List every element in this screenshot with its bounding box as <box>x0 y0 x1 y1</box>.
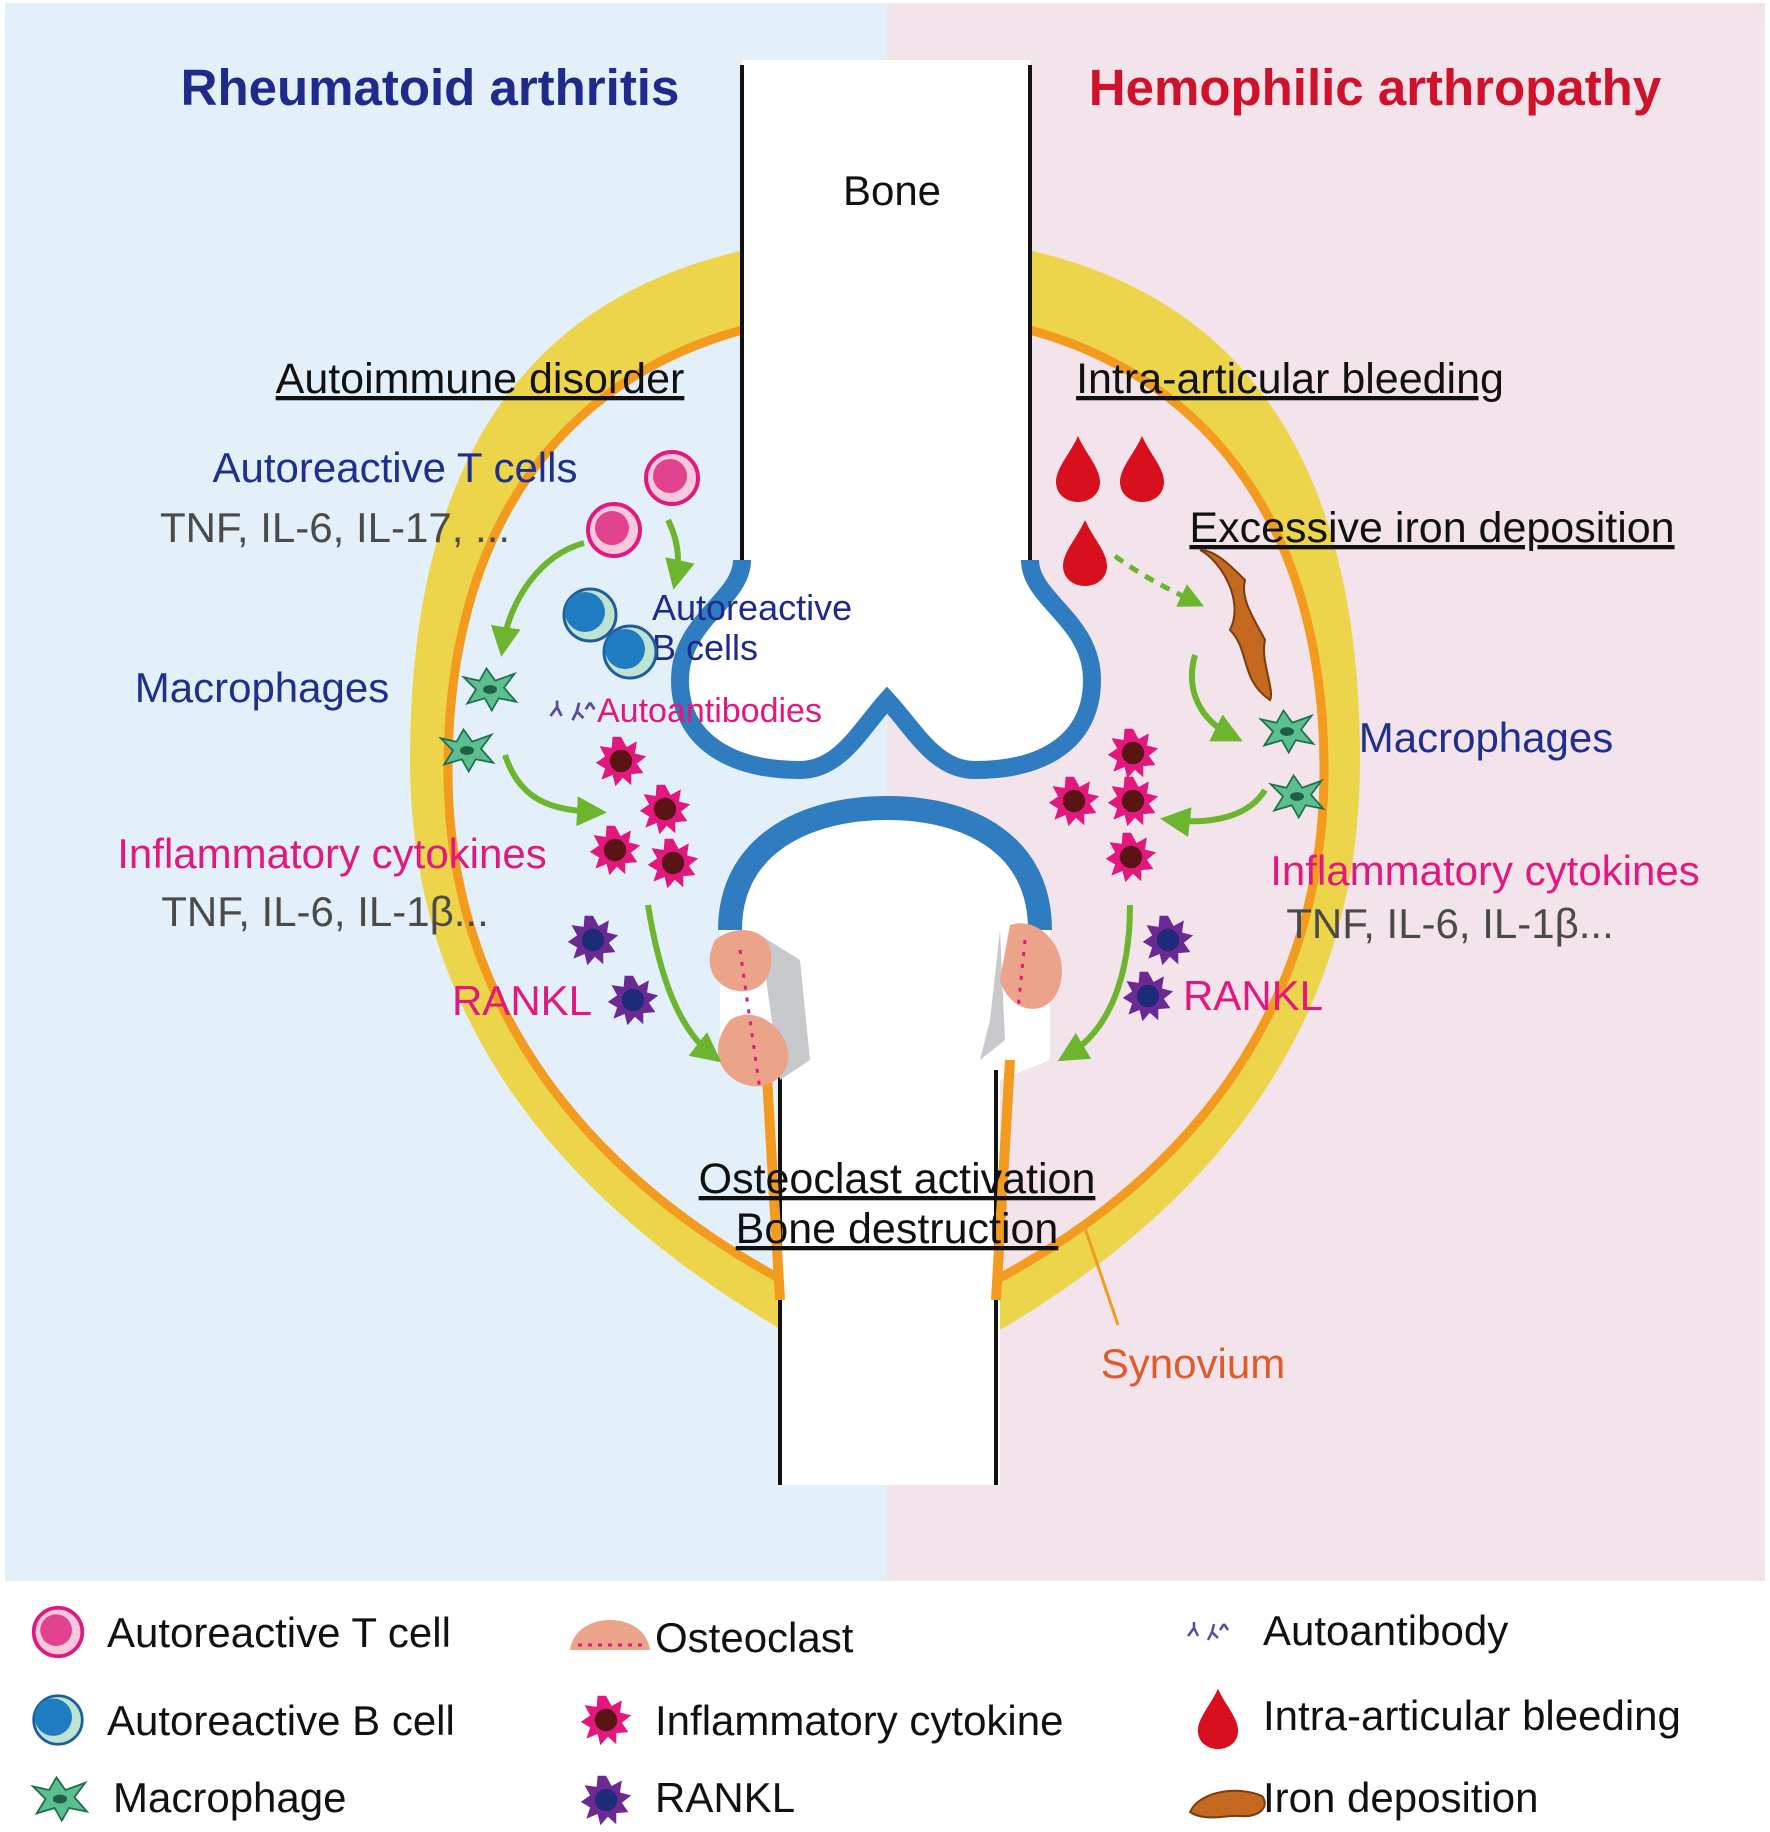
label-osteoclast-activation: Osteoclast activation <box>699 1155 1096 1203</box>
upper-bone <box>680 60 1092 770</box>
label-autoreactive-b-cells-1: Autoreactive <box>652 587 852 628</box>
lower-bone <box>720 800 1050 1485</box>
legend-cytokine-icon <box>580 1695 632 1746</box>
label-inflammatory-cytokines-left: Inflammatory cytokines <box>117 830 546 877</box>
legend-t-cell-icon <box>31 1605 85 1659</box>
legend-b-cell-label: Autoreactive B cell <box>107 1697 455 1744</box>
legend-t-cell-label: Autoreactive T cell <box>107 1609 451 1656</box>
legend-osteoclast-icon <box>570 1620 650 1650</box>
label-autoreactive-t-cells: Autoreactive T cells <box>213 444 578 491</box>
label-bone-destruction: Bone destruction <box>736 1205 1059 1253</box>
arrow-macrophage-to-cytokine <box>502 754 607 827</box>
label-autoreactive-b-cells-2: B cells <box>652 627 758 668</box>
bone-label: Bone <box>843 167 941 214</box>
b-cell-icon <box>602 624 658 680</box>
label-inflammatory-list-right: TNF, IL-6, IL-1β... <box>1286 900 1614 947</box>
synovium-lining-left <box>443 325 785 1284</box>
iron-deposit-icon <box>1199 549 1272 702</box>
label-t-cell-cytokines: TNF, IL-6, IL-17, ... <box>160 504 510 551</box>
arrow-cytokine-to-osteoclast-left <box>645 904 722 1063</box>
heading-excessive-iron-deposition: Excessive iron deposition <box>1189 504 1674 552</box>
legend-cytokine-label: Inflammatory cytokine <box>655 1697 1063 1744</box>
legend-autoantibody-label: Autoantibody <box>1263 1607 1508 1654</box>
label-rankl-right: RANKL <box>1183 972 1323 1019</box>
legend: Autoreactive T cell Autoreactive B cell … <box>31 1605 1681 1826</box>
legend-bleeding-label: Intra-articular bleeding <box>1263 1692 1681 1739</box>
upper-cartilage <box>670 559 1102 780</box>
label-inflammatory-list-left: TNF, IL-6, IL-1β... <box>161 888 489 935</box>
label-autoantibodies: Autoantibodies <box>597 692 822 730</box>
arrow-iron-to-macrophage <box>1188 654 1243 742</box>
t-cell-icon <box>586 502 642 558</box>
legend-iron-icon <box>1188 1789 1266 1819</box>
t-cell-icon <box>644 450 700 506</box>
legend-iron-label: Iron deposition <box>1263 1774 1539 1821</box>
b-cell-icon <box>562 587 618 643</box>
legend-b-cell-icon <box>32 1694 84 1746</box>
legend-bleeding-icon <box>1197 1688 1239 1749</box>
legend-rankl-label: RANKL <box>655 1774 795 1821</box>
lower-cartilage <box>718 795 1052 931</box>
title-hemophilic-arthropathy: Hemophilic arthropathy <box>1089 59 1662 116</box>
arrow-macrophage-to-cytokine-right <box>1160 788 1268 837</box>
synovium-pointer <box>1083 1227 1120 1326</box>
legend-osteoclast-label: Osteoclast <box>655 1614 854 1661</box>
label-rankl-left: RANKL <box>452 977 592 1024</box>
legend-rankl-icon <box>580 1775 632 1826</box>
arrow-tcell-to-macrophage <box>490 540 585 657</box>
heading-autoimmune-disorder: Autoimmune disorder <box>276 355 685 403</box>
arrow-cytokine-to-osteoclast-right <box>1057 904 1133 1062</box>
arrow-bleeding-to-iron <box>1113 554 1205 607</box>
synovium-lining-right <box>993 325 1329 1284</box>
label-inflammatory-cytokines-right: Inflammatory cytokines <box>1270 847 1699 894</box>
legend-macrophage-label: Macrophage <box>113 1774 346 1821</box>
heading-intra-articular-bleeding: Intra-articular bleeding <box>1076 355 1504 403</box>
title-rheumatoid-arthritis: Rheumatoid arthritis <box>181 59 680 116</box>
osteoclast-left <box>709 930 810 1091</box>
label-macrophages-right: Macrophages <box>1359 714 1613 761</box>
osteoclast-right <box>980 923 1062 1060</box>
legend-autoantibody-icon <box>1186 1620 1230 1642</box>
legend-macrophage-icon <box>32 1776 88 1822</box>
arrow-tcell-to-bcell <box>665 518 695 590</box>
label-synovium: Synovium <box>1101 1340 1285 1387</box>
label-macrophages-left: Macrophages <box>135 664 389 711</box>
